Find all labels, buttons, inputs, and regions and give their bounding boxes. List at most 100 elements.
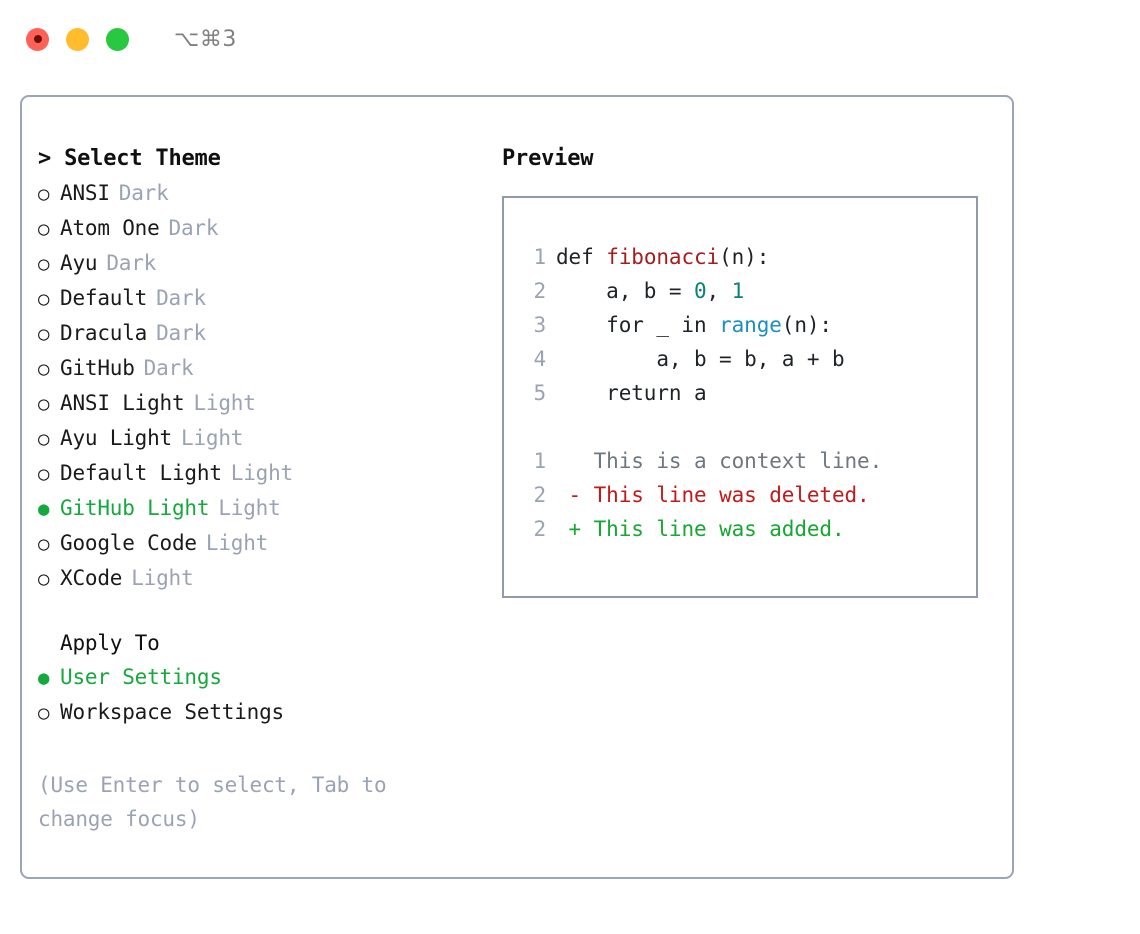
preview-header: Preview [502,146,594,171]
apply-to-header: Apply To [60,631,160,655]
select-theme-title: Select Theme [64,146,221,171]
code-text: a, b = 0, 1 [556,274,744,308]
theme-variant-tag: Light [230,461,293,485]
theme-option-label: GitHub Light [60,496,210,520]
code-token: range [719,313,782,337]
apply-to-list[interactable]: ● User Settings ○Workspace Settings [38,660,478,730]
code-line: 2 a, b = 0, 1 [522,274,976,308]
theme-variant-tag: Dark [156,321,206,345]
theme-variant-tag: Light [181,426,244,450]
radio-unselected-icon[interactable]: ○ [38,568,50,590]
code-token: def [556,245,607,269]
theme-variant-tag: Dark [143,356,194,380]
code-text: for _ in range(n): [556,308,832,342]
select-theme-header: > Select Theme [38,142,478,176]
theme-option-label: XCode [60,566,123,590]
theme-option-row[interactable]: ○ Dracula Dark [38,316,478,351]
code-line: 5 return a [522,376,976,410]
apply-to-option-label: User Settings [60,665,222,689]
diff-text: This line was deleted. [593,483,870,507]
diff-line: 2 - This line was deleted. [522,478,976,512]
code-token: (n): [781,313,832,337]
radio-selected-icon[interactable]: ● [38,667,50,689]
theme-option-row[interactable]: ○ Google Code Light [38,526,478,561]
theme-variant-tag: Light [218,496,281,520]
window-controls [26,27,129,51]
radio-unselected-icon[interactable]: ○ [38,393,50,415]
code-text: a, b = b, a + b [556,342,845,376]
apply-to-option-row[interactable]: ○Workspace Settings [38,695,478,730]
theme-option-row[interactable]: ○ Ayu Dark [38,246,478,281]
diff-line: 2 + This line was added. [522,512,976,546]
radio-unselected-icon[interactable]: ○ [38,288,50,310]
code-token: a, b = b, a + b [556,347,845,371]
theme-variant-tag: Light [205,531,269,555]
radio-unselected-icon[interactable]: ○ [38,358,50,380]
radio-unselected-icon[interactable]: ○ [38,463,50,485]
theme-option-row[interactable]: ● GitHub Light Light [38,491,478,526]
diff-text: This line was added. [593,517,845,541]
line-number: 3 [533,313,546,337]
theme-option-row[interactable]: ○ XCode Light [38,561,478,596]
diff-line-number: 2 [533,517,546,541]
radio-unselected-icon[interactable]: ○ [38,533,50,555]
code-text: return a [556,376,706,410]
diff-line-number: 1 [533,449,546,473]
apply-to-option-row[interactable]: ● User Settings [38,660,478,695]
radio-unselected-icon[interactable]: ○ [38,323,50,345]
theme-option-label: Default [60,286,148,310]
theme-option-label: Google Code [60,531,197,555]
radio-unselected-icon[interactable]: ○ [38,702,50,724]
diff-marker: + [556,517,594,541]
theme-option-row[interactable]: ○ ANSI Dark [38,176,478,211]
radio-selected-icon[interactable]: ● [38,498,50,520]
theme-option-label: Dracula [60,321,148,345]
theme-variant-tag: Dark [106,251,157,275]
theme-variant-tag: Dark [118,181,169,205]
theme-option-label: ANSI Light [60,391,185,415]
theme-variant-tag: Light [131,566,194,590]
radio-unselected-icon[interactable]: ○ [38,253,50,275]
radio-unselected-icon[interactable]: ○ [38,218,50,240]
keyboard-hint-text: (Use Enter to select, Tab to change focu… [38,773,387,831]
diff-marker [556,444,594,478]
theme-option-row[interactable]: ○ Ayu Light Light [38,421,478,456]
close-button[interactable] [26,27,49,51]
keyboard-shortcut-label: ⌥⌘3 [174,26,237,52]
radio-unselected-icon[interactable]: ○ [38,183,50,205]
diff-marker: - [556,483,594,507]
code-token: fibonacci [606,245,720,269]
code-token: a, b = [556,279,694,303]
theme-option-label: Ayu [60,251,98,275]
line-number: 2 [533,279,546,303]
focus-caret-icon: > [38,146,52,171]
code-token: 0 [693,279,707,303]
minimize-button[interactable] [66,27,89,51]
line-number: 4 [533,347,546,371]
diff-line-number: 2 [533,483,546,507]
code-token: for _ in [556,313,720,337]
theme-option-label: Atom One [60,216,160,240]
code-token: (n): [719,245,770,269]
diff-sample: 1 This is a context line.2 - This line w… [522,444,976,546]
code-text: def fibonacci(n): [556,240,769,274]
theme-option-label: Ayu Light [60,426,172,450]
zoom-button[interactable] [106,27,129,51]
theme-option-label: ANSI [60,181,110,205]
preview-spacer [522,410,976,444]
code-token: 1 [731,279,745,303]
radio-unselected-icon[interactable]: ○ [38,428,50,450]
